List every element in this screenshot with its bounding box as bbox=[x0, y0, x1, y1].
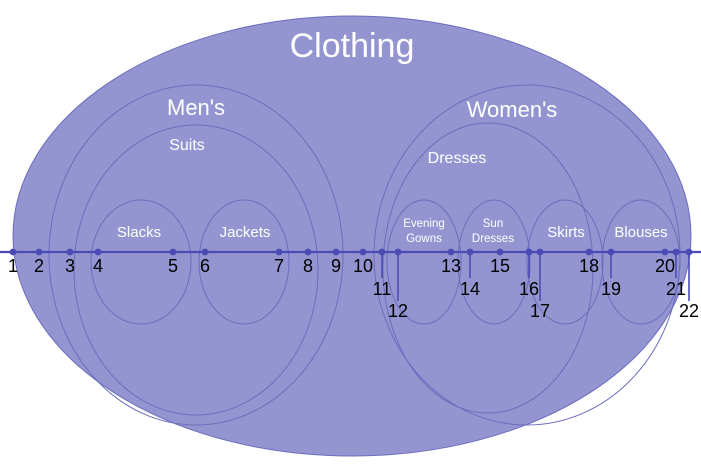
tick-dots-group bbox=[9, 248, 693, 256]
tick-dot-18 bbox=[585, 248, 593, 256]
clothing-outer-ellipse bbox=[13, 16, 691, 456]
tick-dot-16 bbox=[525, 248, 533, 256]
page-title: Clothing bbox=[290, 27, 415, 65]
jackets-ellipse bbox=[198, 199, 290, 325]
tick-label-1: 1 bbox=[8, 256, 18, 276]
tick-dot-7 bbox=[275, 248, 283, 256]
tick-dot-19 bbox=[607, 248, 615, 256]
womens-label: Women's bbox=[467, 97, 558, 122]
evening-gowns-label-line1: Evening bbox=[403, 218, 445, 230]
evening-gowns-ellipse bbox=[386, 199, 462, 325]
tick-dot-9 bbox=[332, 248, 340, 256]
suits-ellipse bbox=[73, 124, 319, 416]
sun-dresses-ellipse bbox=[457, 199, 531, 325]
tick-dot-6 bbox=[201, 248, 209, 256]
tick-dot-1 bbox=[9, 248, 17, 256]
tick-label-14: 14 bbox=[460, 279, 480, 299]
tick-dot-3 bbox=[66, 248, 74, 256]
tick-label-9: 9 bbox=[331, 256, 341, 276]
tick-label-5: 5 bbox=[168, 256, 178, 276]
jackets-label: Jackets bbox=[220, 224, 271, 241]
tick-label-8: 8 bbox=[303, 256, 313, 276]
tick-dot-21 bbox=[672, 248, 680, 256]
tick-label-19: 19 bbox=[601, 279, 621, 299]
tick-label-21: 21 bbox=[666, 279, 686, 299]
tick-dot-20 bbox=[661, 248, 669, 256]
skirts-ellipse bbox=[526, 199, 604, 325]
tick-label-20: 20 bbox=[655, 256, 675, 276]
dresses-label: Dresses bbox=[428, 150, 487, 167]
tick-label-10: 10 bbox=[353, 256, 373, 276]
mens-ellipse bbox=[48, 84, 344, 426]
tick-label-13: 13 bbox=[441, 256, 461, 276]
tick-label-18: 18 bbox=[579, 256, 599, 276]
tick-label-2: 2 bbox=[34, 256, 44, 276]
evening-gowns-label-line2: Gowns bbox=[406, 233, 442, 245]
sun-dresses-label-line2: Dresses bbox=[472, 233, 514, 245]
sun-dresses-label-line1: Sun bbox=[483, 218, 503, 230]
skirts-label: Skirts bbox=[547, 224, 585, 241]
tick-dot-2 bbox=[35, 248, 43, 256]
tick-dot-13 bbox=[447, 248, 455, 256]
tick-label-12: 12 bbox=[388, 301, 408, 321]
tick-label-15: 15 bbox=[490, 256, 510, 276]
dresses-ellipse bbox=[382, 122, 594, 414]
tick-label-16: 16 bbox=[519, 279, 539, 299]
tick-dot-10 bbox=[359, 248, 367, 256]
mens-label: Men's bbox=[167, 95, 225, 120]
tick-dot-4 bbox=[94, 248, 102, 256]
tick-label-6: 6 bbox=[200, 256, 210, 276]
clothing-outer-ellipse-border bbox=[12, 15, 692, 457]
tick-label-7: 7 bbox=[274, 256, 284, 276]
tick-dot-14 bbox=[466, 248, 474, 256]
tick-label-11: 11 bbox=[373, 279, 392, 299]
tick-dot-5 bbox=[169, 248, 177, 256]
blouses-label: Blouses bbox=[614, 224, 667, 241]
tick-label-4: 4 bbox=[93, 256, 103, 276]
tick-dot-15 bbox=[496, 248, 504, 256]
slacks-ellipse bbox=[90, 199, 192, 325]
tick-dot-8 bbox=[304, 248, 312, 256]
tick-dot-11 bbox=[378, 248, 386, 256]
slacks-label: Slacks bbox=[117, 224, 161, 241]
tick-label-22: 22 bbox=[679, 301, 699, 321]
tick-dot-17 bbox=[536, 248, 544, 256]
suits-label: Suits bbox=[169, 137, 205, 154]
tick-dot-12 bbox=[394, 248, 402, 256]
tick-leader-lines bbox=[381, 252, 690, 301]
tick-label-3: 3 bbox=[65, 256, 75, 276]
tick-label-17: 17 bbox=[530, 301, 550, 321]
tick-dot-22 bbox=[685, 248, 693, 256]
blouses-ellipse bbox=[601, 199, 681, 325]
